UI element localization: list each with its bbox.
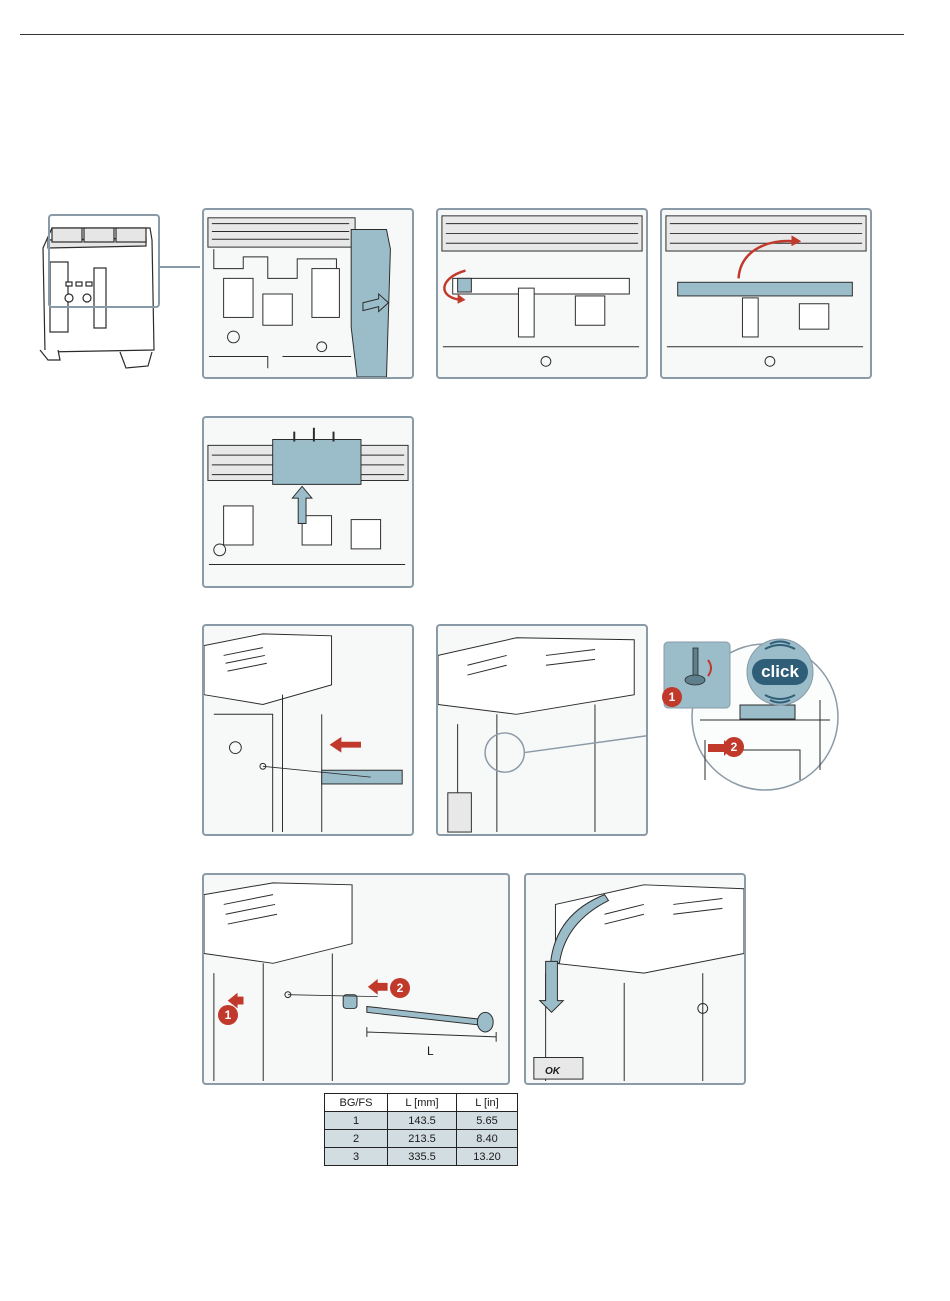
cell-in: 5.65: [457, 1112, 518, 1130]
header-size: BG/FS: [325, 1094, 388, 1112]
table-header-row: BG/FS L [mm] L [in]: [325, 1094, 518, 1112]
step-badge-2: 2: [724, 737, 744, 757]
shaft-length-table: BG/FS L [mm] L [in] 1 143.5 5.65 2 213.5…: [324, 1093, 518, 1166]
cell-mm: 143.5: [388, 1112, 457, 1130]
header-length-mm: L [mm]: [388, 1094, 457, 1112]
length-label: L: [427, 1044, 434, 1058]
shaft-badge-1: 1: [218, 1005, 238, 1025]
cell-in: 13.20: [457, 1148, 518, 1166]
header-length-in: L [in]: [457, 1094, 518, 1112]
step-insert-shaft: [202, 873, 510, 1085]
cell-mm: 213.5: [388, 1130, 457, 1148]
cell-mm: 335.5: [388, 1148, 457, 1166]
step-reinstall-cover: [524, 873, 746, 1085]
step-badge-1: 1: [662, 687, 682, 707]
shaft-badge-2: 2: [390, 978, 410, 998]
cell-in: 8.40: [457, 1130, 518, 1148]
cell-size: 3: [325, 1148, 388, 1166]
cell-size: 1: [325, 1112, 388, 1130]
table-row: 2 213.5 8.40: [325, 1130, 518, 1148]
table-row: 1 143.5 5.65: [325, 1112, 518, 1130]
cell-size: 2: [325, 1130, 388, 1148]
ok-mark: OK: [545, 1066, 560, 1077]
table-row: 3 335.5 13.20: [325, 1148, 518, 1166]
click-label: click: [752, 662, 808, 682]
